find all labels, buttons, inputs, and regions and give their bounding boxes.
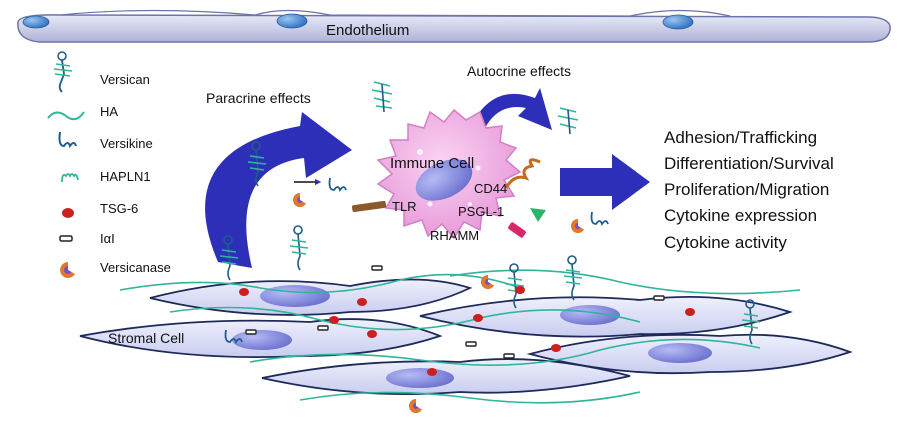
versicanase-enzymes [292,192,584,413]
versican-molecules [219,81,761,345]
legend-label: IαI [100,231,115,246]
versican-molecule [741,299,761,345]
receptor-label: RHAMM [430,228,479,243]
versikine-icon [58,131,77,149]
stromal-nucleus [386,368,454,388]
outcome-item: Proliferation/Migration [664,180,829,199]
versican-molecule [247,141,267,187]
legend-label: HAPLN1 [100,169,151,184]
versican-molecule [505,263,525,309]
legend-label: Versikine [100,136,153,151]
versicanase-icon [60,262,75,278]
legend-label: Versican [100,72,150,87]
stromal-cell-label: Stromal Cell [108,330,184,346]
rhamm-receptor [508,222,526,238]
hapln1-icon [61,173,79,183]
versikine-fragments [224,177,609,345]
legend-label: Versicanase [100,260,171,275]
endothelium: Endothelium [17,9,891,43]
legend-label: HA [100,104,118,119]
iai-molecules [245,265,665,359]
endothelium-nucleus [276,13,308,29]
outcome-item: Differentiation/Survival [664,154,834,173]
cd44-receptor [504,158,541,189]
stromal-cells: Stromal Cell [79,278,853,396]
receptor-label: CD44 [474,181,507,196]
ha-icon [47,111,85,121]
receptor-label: TLR [392,199,417,214]
versican-icon [53,51,73,93]
autocrine-label: Autocrine effects [467,63,571,79]
versikine-fragment [590,211,609,227]
tsg6-icon [62,208,74,218]
autocrine-arrow: Autocrine effects [467,63,571,134]
versican-molecule [219,235,239,281]
immune-cell-label: Immune Cell [390,155,474,172]
tsg6-molecules [239,286,695,376]
outcome-item: Cytokine activity [664,233,787,252]
versikine-fragment [328,177,347,193]
endothelium-nucleus [662,14,694,30]
paracrine-arrow: Paracrine effects [205,90,352,268]
outcome-item: Adhesion/Trafficking [664,128,817,147]
iai-icon [59,235,73,242]
psgl1-receptor [530,208,546,222]
versican-molecule [557,107,579,135]
legend: Versican HA Versikine HAPLN1 TSG-6 IαI V… [47,51,171,278]
endothelium-nucleus [22,15,50,29]
stromal-nucleus [232,330,292,350]
outcome-item: Cytokine expression [664,206,817,225]
immune-cell: Immune Cell TLR CD44 PSGL-1 RHAMM [352,108,546,243]
stromal-nucleus [260,285,330,307]
immune-cell-nucleus [415,159,473,201]
versikine-fragment [224,329,243,345]
versican-molecule [371,81,393,113]
tlr-receptor [352,200,387,213]
ha-strands [119,269,801,404]
versican-molecule [289,225,309,271]
endothelium-label: Endothelium [326,22,409,39]
receptor-label: PSGL-1 [458,204,504,219]
outcomes-list: Adhesion/Trafficking Differentiation/Sur… [664,128,834,252]
outcome-arrow [560,154,650,210]
versican-molecule [563,255,583,301]
legend-label: TSG-6 [100,201,138,216]
paracrine-label: Paracrine effects [206,90,311,106]
stromal-nucleus [648,343,712,363]
